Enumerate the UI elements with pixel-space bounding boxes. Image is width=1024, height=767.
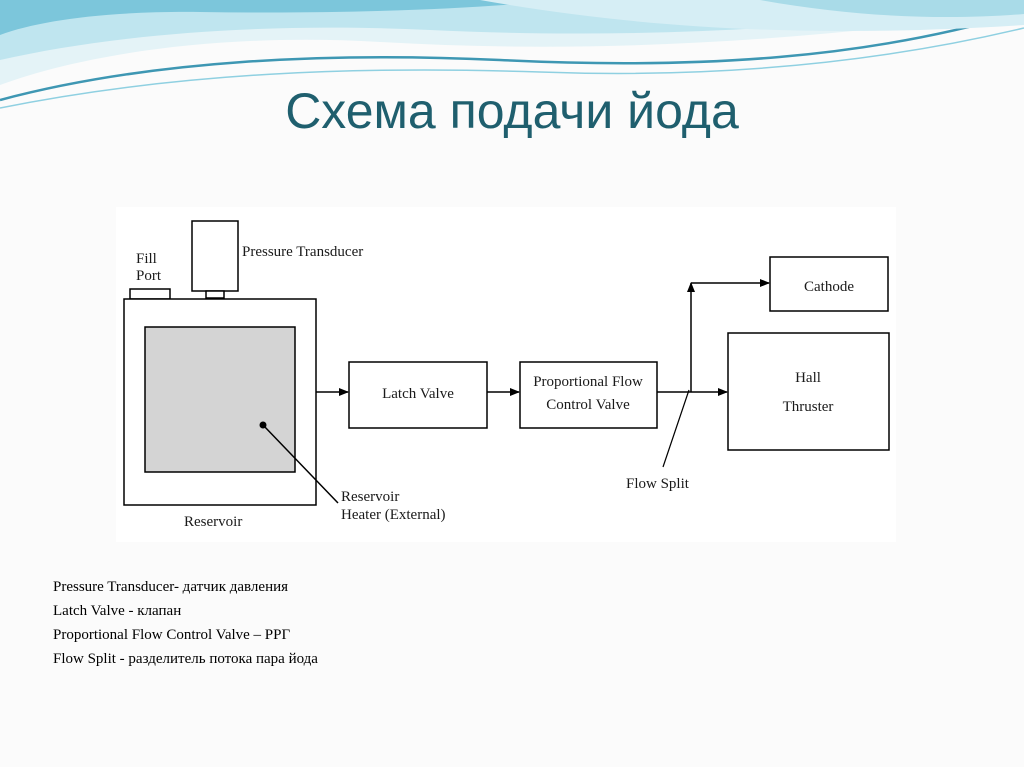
latch-valve-box — [348, 361, 488, 429]
heater-pointer-line — [262, 424, 339, 504]
hall-thruster-label-line1: Hall — [795, 370, 821, 386]
legend-item: Pressure Transducer- датчик давления — [53, 579, 289, 595]
reservoir-heater-label-line1: Reservoir — [341, 489, 399, 505]
slide-title: Схема подачи йода — [285, 83, 739, 139]
header-wave-decoration — [0, 0, 1024, 109]
legend-item: Latch Valve - клапан — [53, 603, 182, 619]
legend: Pressure Transducer- датчик давления Lat… — [53, 575, 318, 671]
legend-item: Flow Split - разделитель потока пара йод… — [53, 651, 318, 667]
reservoir-heater — [144, 326, 296, 473]
pressure-transducer-mount — [205, 290, 225, 299]
pressure-transducer-label: Pressure Transducer — [242, 244, 363, 260]
iodine-feed-diagram: Fill Port Pressure Transducer Reservoir … — [116, 207, 896, 542]
pressure-transducer — [191, 220, 239, 292]
fill-port — [129, 288, 171, 300]
reservoir-label: Reservoir — [184, 514, 242, 530]
hall-thruster-label-line2: Thruster — [783, 399, 834, 415]
pfcv-label-line1: Proportional Flow — [533, 374, 643, 390]
flow-split-pointer — [662, 389, 690, 468]
reservoir-heater-label-line2: Heater (External) — [341, 507, 446, 523]
cathode-label: Cathode — [804, 279, 854, 295]
cathode-box — [769, 256, 889, 312]
flow-split-label: Flow Split — [626, 476, 690, 492]
legend-item: Proportional Flow Control Valve – РРГ — [53, 627, 291, 643]
proportional-flow-control-valve-box — [519, 361, 658, 429]
fill-port-label-line1: Fill — [136, 251, 157, 267]
fill-port-label-line2: Port — [136, 268, 162, 284]
hall-thruster-box — [727, 332, 890, 451]
pfcv-label-line2: Control Valve — [546, 397, 630, 413]
latch-valve-label: Latch Valve — [382, 386, 454, 402]
